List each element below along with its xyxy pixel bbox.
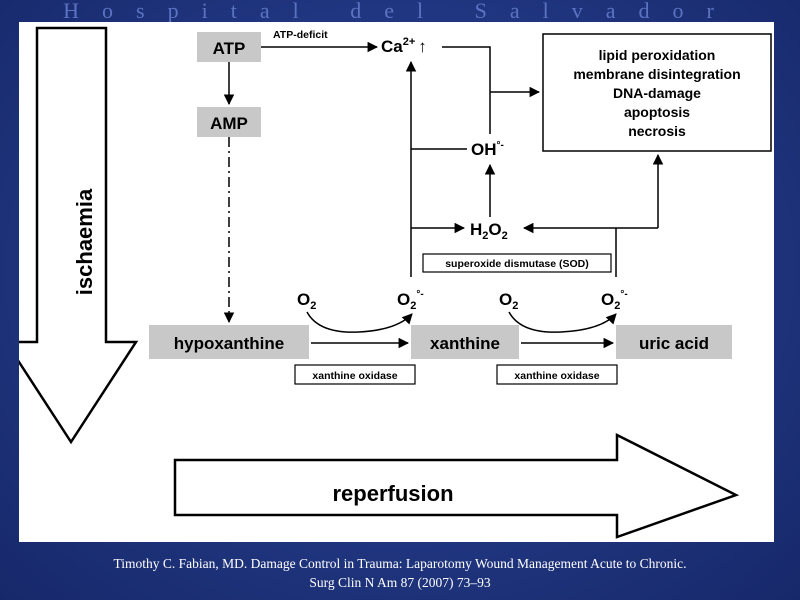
outcomes-box	[542, 33, 772, 152]
o2-2-text: O	[499, 290, 512, 309]
o2r-1-sup: °-	[416, 289, 423, 300]
h2o2-o: O	[488, 220, 501, 239]
reperfusion-label: reperfusion	[332, 481, 453, 506]
sod-label: superoxide dismutase (SOD)	[445, 258, 589, 270]
outcome-3: DNA-damage	[613, 85, 701, 101]
amp-label: AMP	[210, 114, 248, 133]
uric-acid-box	[616, 325, 732, 359]
hypoxanthine-box	[149, 325, 309, 359]
ca-text: Ca	[381, 37, 403, 56]
ca-label: Ca2+↑	[381, 36, 427, 56]
slide-header: Hospital del Salvador	[63, 0, 737, 23]
atp-deficit-label: ATP-deficit	[273, 29, 328, 41]
hypoxanthine-label: hypoxanthine	[174, 334, 285, 353]
o2-2: O2	[499, 290, 518, 312]
curve-arrow-2	[508, 311, 617, 333]
o2-2-sub: 2	[512, 300, 518, 312]
o2r-2-sup: °-	[620, 289, 627, 300]
outcome-2: membrane disintegration	[573, 66, 740, 82]
xo-label-1: xanthine oxidase	[312, 370, 397, 382]
outcome-4: apoptosis	[624, 104, 690, 120]
xo-label-2: xanthine oxidase	[514, 370, 599, 382]
xanthine-label: xanthine	[430, 334, 500, 353]
o2r-1-sub: 2	[410, 300, 416, 312]
outcome-5: necrosis	[628, 123, 686, 139]
citation: Timothy C. Fabian, MD. Damage Control in…	[0, 554, 800, 592]
xanthine-box	[411, 325, 519, 359]
o2-1: O2	[297, 290, 316, 312]
uric-acid-label: uric acid	[639, 334, 709, 353]
h2o2-sub1: 2	[482, 230, 488, 242]
ca-arrow: ↑	[418, 37, 427, 56]
atp-box	[197, 32, 261, 62]
atp-label: ATP	[213, 39, 246, 58]
xo-box-1	[294, 364, 416, 385]
xo-box-2	[496, 364, 618, 385]
o2-1-text: O	[297, 290, 310, 309]
diagram-svg: ischaemia reperfusion ATP AMP ATP-defici…	[19, 26, 772, 539]
citation-line-2: Surg Clin N Am 87 (2007) 73–93	[309, 575, 491, 590]
ca-outcomes-connector	[442, 46, 491, 92]
outcome-1: lipid peroxidation	[599, 47, 716, 63]
curve-arrow-1	[306, 311, 413, 333]
ca-sup: 2+	[403, 36, 416, 48]
h2o2-sub2: 2	[502, 230, 508, 242]
h2o2-label: H2O2	[470, 220, 508, 242]
o2r-2-sub: 2	[614, 300, 620, 312]
h2o2-h: H	[470, 220, 482, 239]
o2r-2: O2°-	[601, 289, 628, 312]
oh-text: OH	[471, 140, 497, 159]
citation-line-1: Timothy C. Fabian, MD. Damage Control in…	[113, 556, 687, 571]
amp-box	[197, 107, 261, 137]
o2r-1: O2°-	[397, 289, 424, 312]
ischaemia-label: ischaemia	[72, 188, 97, 295]
o2r-2-text: O	[601, 290, 614, 309]
oh-sup: °-	[497, 140, 504, 151]
o2-1-sub: 2	[310, 300, 316, 312]
reperfusion-arrow	[173, 432, 740, 539]
o2r-1-text: O	[397, 290, 410, 309]
sod-box	[422, 253, 612, 273]
oh-label: OH°-	[471, 140, 504, 159]
ischaemia-arrow	[19, 26, 139, 445]
diagram-panel: ischaemia reperfusion ATP AMP ATP-defici…	[19, 22, 774, 542]
